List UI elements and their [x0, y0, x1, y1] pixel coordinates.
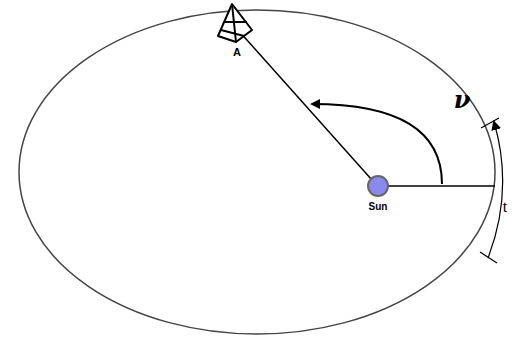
spacecraft-label: A: [233, 47, 241, 58]
tick-mark: [480, 252, 497, 263]
angle-label: ν: [454, 88, 471, 112]
sun-circle: [368, 176, 388, 196]
spacecraft-icon: [218, 4, 252, 42]
radius-line: [238, 30, 372, 180]
true-anomaly-arrow: [312, 104, 442, 184]
orbit-ellipse: [19, 10, 495, 334]
periapsis-line: [388, 185, 495, 187]
tick-mark: [481, 118, 499, 128]
sun-label: Sun: [369, 202, 388, 212]
time-label: t: [503, 199, 507, 215]
time-arrow: [488, 122, 503, 258]
